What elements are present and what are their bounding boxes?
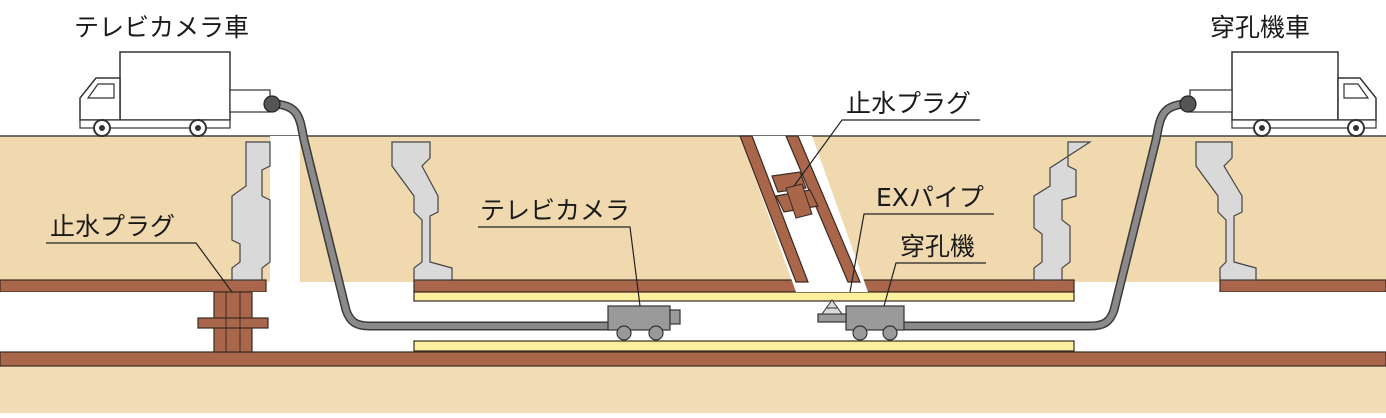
left-water-stop-plug (197, 291, 269, 353)
drilling-machine-unit (817, 299, 905, 341)
tv-camera-truck (79, 51, 281, 137)
ex-pipe-label: EXパイプ (876, 183, 984, 212)
drilling-machine-label: 穿孔機 (900, 232, 975, 261)
manhole-left-2 (391, 141, 453, 281)
left-cable (271, 99, 612, 331)
left-shaft-void (270, 136, 300, 282)
ex-pipe-liner (413, 291, 1075, 352)
lateral-water-stop-plug-label: 止水プラグ (846, 89, 971, 118)
manhole-right-1 (1033, 141, 1093, 281)
drilling-truck (1179, 51, 1377, 137)
existing-pipe-upper-wall (0, 279, 1386, 293)
leader-lines (46, 119, 994, 307)
lateral-water-stop-plug (771, 171, 819, 219)
tv-camera-unit (607, 305, 681, 341)
manhole-right-2 (1195, 141, 1257, 281)
drilling-truck-label: 穿孔機車 (1210, 13, 1310, 42)
right-cable (900, 99, 1189, 331)
tv-camera-truck-label: テレビカメラ車 (74, 13, 249, 42)
tv-camera-label: テレビカメラ (480, 196, 630, 225)
existing-pipe-lower-wall (0, 351, 1386, 367)
left-water-stop-plug-label: 止水プラグ (50, 212, 175, 241)
soil-lower (0, 366, 1386, 413)
manhole-left-1 (231, 141, 271, 281)
